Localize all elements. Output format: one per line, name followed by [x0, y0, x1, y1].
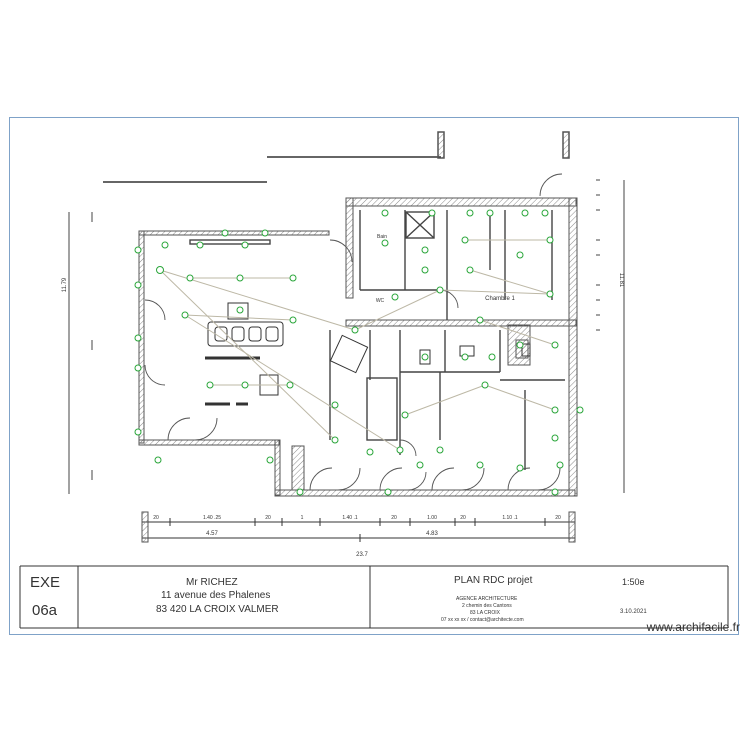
dim-top-2: 20 — [265, 515, 271, 521]
plan-labels: Chambre 1 Bain WC 23.7 4.57 4.83 20 1.40… — [62, 234, 624, 558]
dimension-lines — [141, 511, 576, 543]
dim-top-7: 20 — [460, 515, 466, 521]
sheet-number: 06a — [32, 602, 58, 619]
dim-top-5: 20 — [391, 515, 397, 521]
drawing-code: EXE — [30, 574, 61, 591]
dim-top-1: 1.40 .25 — [203, 515, 221, 521]
dim-top-8: 1.10 .1 — [502, 515, 518, 521]
dim-right: 11.81 — [618, 273, 624, 288]
dim-top-0: 20 — [153, 515, 159, 521]
dim-sub-2: 4.83 — [426, 531, 438, 537]
plan-scale: 1:50e — [622, 577, 645, 587]
agency-line-2: 2 chemin des Cantons — [462, 603, 512, 609]
agency-line-4: 07 xx xx xx / contact@architecte.com — [441, 617, 524, 623]
site-lines — [103, 131, 570, 183]
agency-line-1: AGENCE ARCHITECTURE — [456, 596, 518, 602]
electrical-wiring — [159, 239, 556, 451]
room-label-chambre: Chambre 1 — [485, 296, 515, 302]
dim-top-9: 20 — [555, 515, 561, 521]
dim-top-6: 1.00 — [427, 515, 437, 521]
dim-top-4: 1.40 .1 — [342, 515, 358, 521]
client-address-2: 83 420 LA CROIX VALMER — [156, 604, 279, 615]
drawing-sheet-frame — [9, 117, 739, 635]
room-label-bain: Bain — [377, 234, 387, 240]
agency-line-3: 83 LA CROIX — [470, 610, 501, 616]
dim-sub-1: 4.57 — [206, 531, 218, 537]
interior-partitions — [189, 210, 565, 470]
dim-top-3: 1 — [301, 515, 304, 521]
dim-left: 11.79 — [62, 277, 68, 292]
dim-total: 23.7 — [356, 552, 368, 558]
exterior-walls — [138, 197, 578, 497]
electrical-symbols — [134, 209, 584, 496]
client-address-1: 11 avenue des Phalenes — [161, 590, 271, 601]
room-label-wc: WC — [376, 298, 385, 304]
side-marks — [68, 179, 625, 494]
title-block-frame — [19, 565, 729, 629]
door-swings — [144, 173, 563, 491]
client-name: Mr RICHEZ — [186, 577, 238, 588]
plan-date: 3.10.2021 — [620, 609, 647, 615]
plan-title: PLAN RDC projet — [454, 575, 533, 586]
archifacile-watermark[interactable]: www.archifacile.fr — [646, 620, 740, 634]
